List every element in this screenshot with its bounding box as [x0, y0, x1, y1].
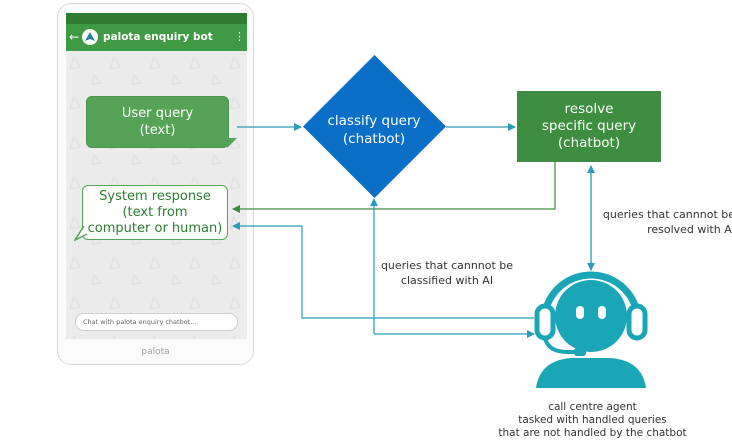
agent-caption-line: call centre agent: [548, 401, 637, 413]
unclassified-note: queries that cannnot be classified with …: [372, 258, 522, 288]
agent-caption-line: tasked with handled queries: [518, 414, 667, 426]
agent-caption-line: that are not handled by the chatbot: [498, 427, 687, 439]
note-line: queries that cannnot be: [602, 208, 732, 221]
app-title: palota enquiry bot: [103, 31, 213, 43]
system-response-line: System response: [99, 188, 211, 204]
arrow-agent-to-response: [232, 222, 534, 319]
resolve-line: resolve: [564, 101, 614, 117]
user-query-line: (text): [139, 123, 176, 138]
agent-caption: call centre agent tasked with handled qu…: [480, 401, 705, 440]
unresolved-note: queries that cannnot be resolved with AI: [590, 207, 732, 237]
arrow-resolve-to-response: [232, 162, 556, 213]
phone-brand-label: palota: [141, 347, 170, 357]
user-query-bubble: User query (text): [86, 96, 229, 148]
more-options-icon[interactable]: ⋮: [234, 30, 245, 43]
system-response-line: computer or human): [87, 220, 223, 236]
call-centre-agent-icon: [534, 271, 648, 388]
note-line: queries that cannnot be: [380, 259, 514, 272]
resolve-box: resolve specific query (chatbot): [517, 91, 661, 162]
classify-diamond: [303, 55, 446, 198]
note-line: resolved with AI: [647, 223, 732, 236]
classify-label: classify query (chatbot): [312, 112, 436, 148]
palota-logo-icon: [82, 29, 98, 45]
classify-line: (chatbot): [342, 131, 406, 147]
user-bubble-tail: [227, 138, 237, 148]
system-response-line: (text from: [122, 204, 188, 220]
user-query-line: User query: [121, 106, 194, 121]
system-response-bubble: System response (text from computer or h…: [82, 185, 228, 240]
phone-status-bar: [66, 13, 247, 24]
back-arrow-icon[interactable]: ←: [69, 30, 80, 44]
chat-app-bar: ← palota enquiry bot ⋮: [66, 24, 247, 51]
resolve-line: (chatbot): [557, 135, 621, 151]
note-line: classified with AI: [400, 274, 494, 287]
resolve-line: specific query: [541, 118, 637, 134]
chat-input-field[interactable]: Chat with palota enquiry chatbot...: [75, 313, 238, 331]
system-bubble-tail: [74, 226, 88, 242]
classify-line: classify query: [327, 113, 421, 129]
